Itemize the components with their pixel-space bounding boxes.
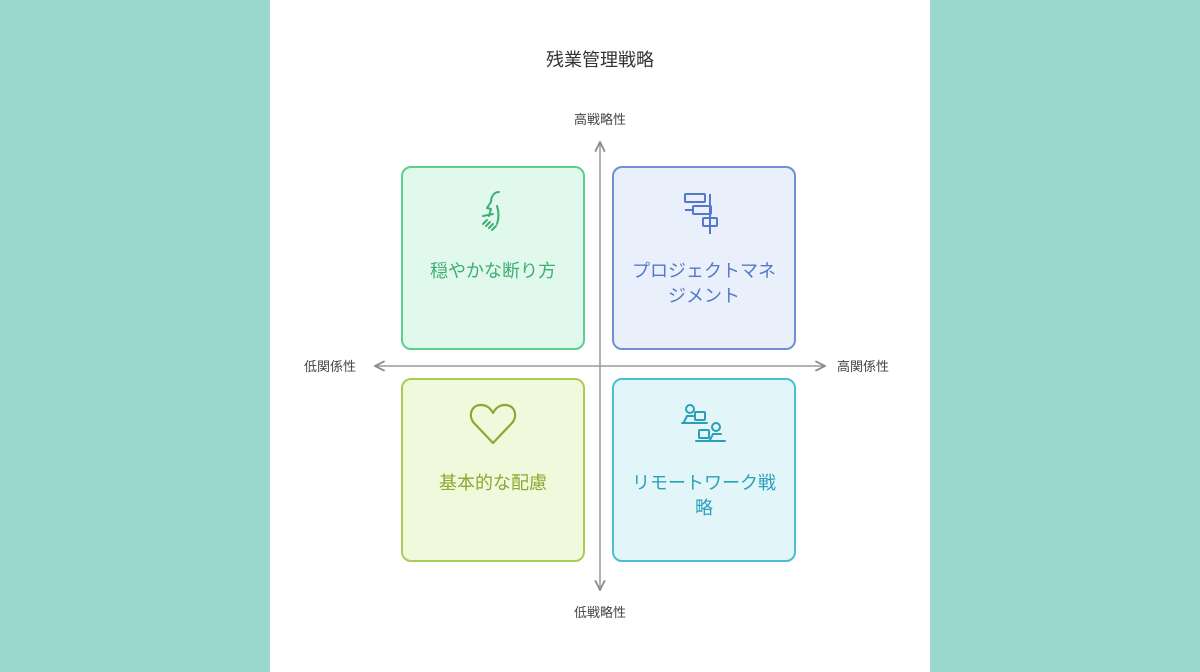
quadrant-label: プロジェクトマネジメント	[632, 261, 776, 307]
diagram-title: 残業管理戦略	[546, 50, 654, 71]
quadrant-label: 穏やかな断り方	[430, 261, 556, 282]
axis-label-high-relation: 高関係性	[837, 360, 890, 375]
axis-label-low-relation: 低関係性	[304, 360, 357, 375]
hand-stop-icon	[403, 186, 583, 234]
quadrant-remote-work-strategy: リモートワーク戦略	[612, 378, 796, 562]
quadrant-project-management: プロジェクトマネジメント	[612, 166, 796, 350]
quadrant-gentle-refusal: 穏やかな断り方	[401, 166, 585, 350]
axes	[270, 0, 930, 672]
remote-workers-icon	[614, 402, 794, 448]
heart-icon	[403, 400, 583, 448]
quadrant-basic-consideration: 基本的な配慮	[401, 378, 585, 562]
axis-label-low-strategy: 低戦略性	[573, 606, 626, 621]
axis-label-high-strategy: 高戦略性	[573, 113, 626, 128]
quadrant-label: リモートワーク戦略	[632, 473, 776, 519]
gantt-chart-icon	[614, 190, 794, 238]
diagram-panel: 残業管理戦略 高戦略性 低戦略性 低関係性 高関係性 穏やかな断り方	[270, 0, 930, 672]
quadrant-label: 基本的な配慮	[439, 473, 547, 494]
